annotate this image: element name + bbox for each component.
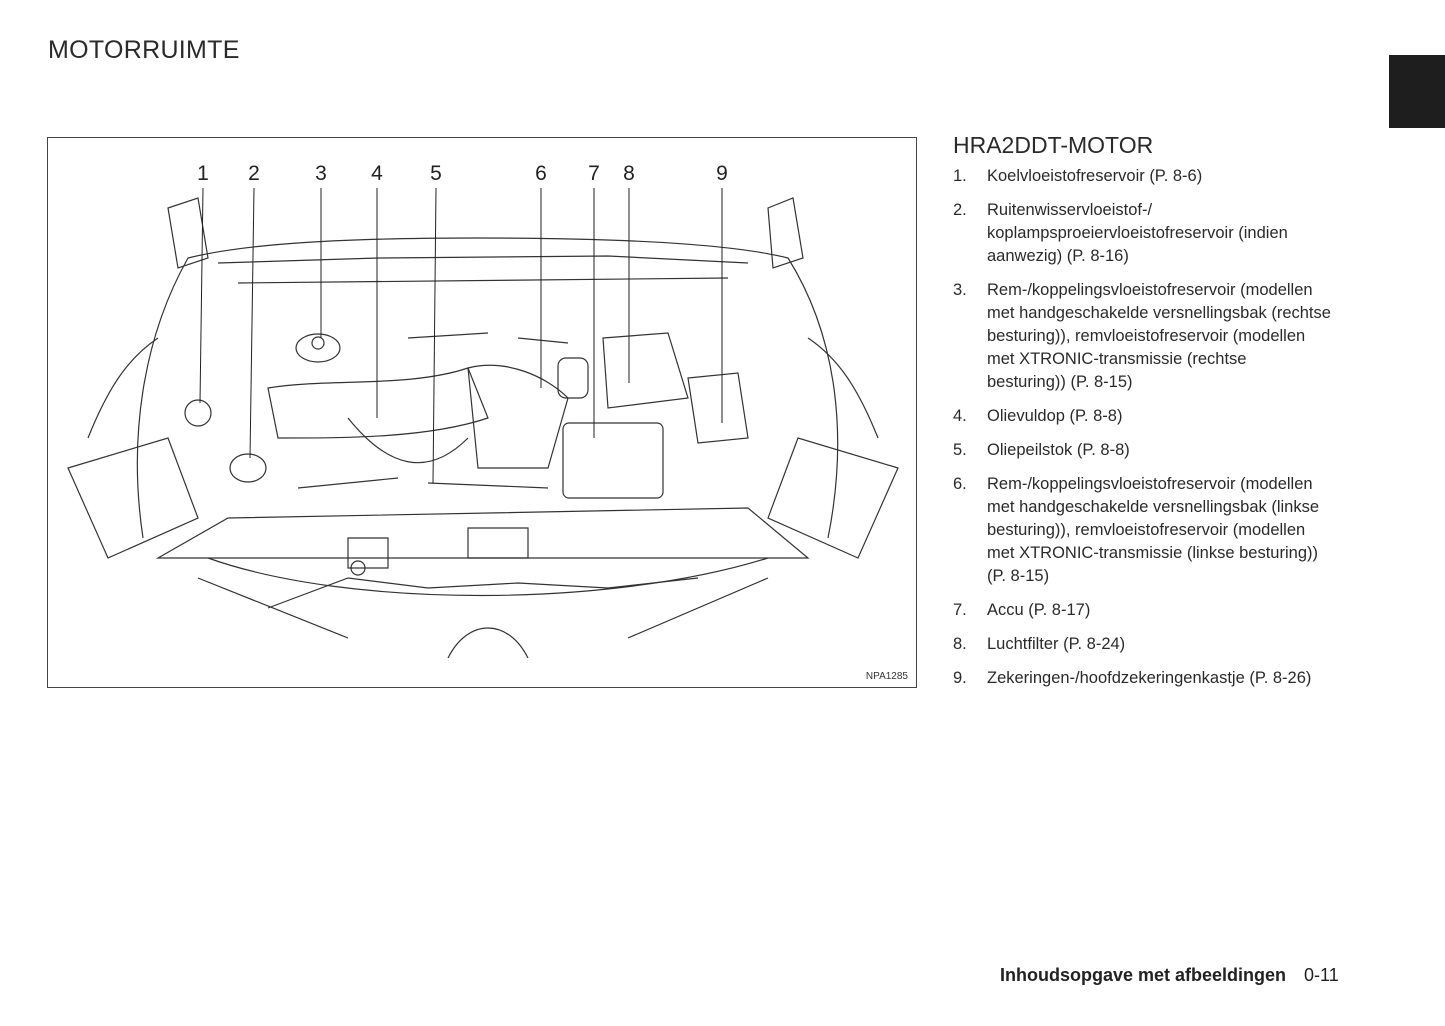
item-text-line: met XTRONIC-transmissie (rechtse (987, 350, 1247, 368)
item-text-line: besturing)), remvloeistofreservoir (mode… (987, 521, 1306, 539)
figure-code: NPA1285 (865, 671, 908, 682)
item-text-line: Zekeringen-/hoofdzekeringenkastje (P. 8-… (987, 669, 1312, 687)
item-text-line: met handgeschakelde versnellingsbak (rec… (987, 304, 1331, 322)
section-heading: HRA2DDT-MOTOR (953, 132, 1154, 158)
item-text-line: aanwezig) (P. 8-16) (987, 247, 1129, 265)
callout-2: 2 (248, 162, 260, 185)
item-text-line: met XTRONIC-transmissie (linkse besturin… (987, 544, 1318, 562)
page-title: MOTORRUIMTE (48, 36, 240, 64)
item-number: 7. (953, 601, 967, 619)
callout-7: 7 (588, 162, 600, 185)
engine-compartment-illustration: 1 2 3 4 5 6 7 8 9 NPA1285 (47, 137, 917, 688)
item-text-line: besturing)), remvloeistofreservoir (mode… (987, 327, 1306, 345)
item-text-line: Luchtfilter (P. 8-24) (987, 635, 1126, 653)
callout-9: 9 (716, 162, 728, 185)
list-item: 9. Zekeringen-/hoofdzekeringenkastje (P. … (953, 667, 1393, 690)
item-number: 2. (953, 201, 967, 219)
item-text-line: Koelvloeistofreservoir (P. 8-6) (987, 167, 1203, 185)
callout-6: 6 (535, 162, 547, 185)
callout-1: 1 (197, 162, 209, 185)
item-text-line: Oliepeilstok (P. 8-8) (987, 441, 1130, 459)
item-text-line: (P. 8-15) (987, 567, 1050, 585)
footer-section-title: Inhoudsopgave met afbeeldingen (1000, 965, 1287, 985)
item-text: Koelvloeistofreservoir (P. 8-6) (987, 165, 1202, 188)
list-item: 1. Koelvloeistofreservoir (P. 8-6) (953, 165, 1393, 188)
list-item: 8. Luchtfilter (P. 8-24) (953, 633, 1393, 656)
item-text-line: Rem-/koppelingsvloeistofreservoir (model… (987, 281, 1313, 299)
item-text: Accu (P. 8-17) (987, 599, 1090, 622)
item-text: Luchtfilter (P. 8-24) (987, 633, 1125, 656)
engine-line-drawing (67, 187, 899, 659)
item-number: 9. (953, 669, 967, 687)
item-text-line: koplampsproeiervloeistofreservoir (indie… (987, 224, 1288, 242)
item-number: 8. (953, 635, 967, 653)
item-text: Zekeringen-/hoofdzekeringenkastje (P. 8-… (987, 667, 1311, 690)
item-number: 4. (953, 407, 967, 425)
callout-5: 5 (430, 162, 442, 185)
item-text-line: Accu (P. 8-17) (987, 601, 1091, 619)
item-text-line: besturing)) (P. 8-15) (987, 373, 1133, 391)
list-item: 7. Accu (P. 8-17) (953, 599, 1393, 622)
callout-4: 4 (371, 162, 383, 185)
list-item: 2. Ruitenwisservloeistof-/ koplampsproeier… (953, 199, 1393, 268)
list-item: 4. Olievuldop (P. 8-8) (953, 405, 1393, 428)
item-text: Rem-/koppelingsvloeistofreservoir (model… (987, 473, 1319, 588)
item-text-line: Olievuldop (P. 8-8) (987, 407, 1123, 425)
item-text-line: met handgeschakelde versnellingsbak (lin… (987, 498, 1320, 516)
item-text: Oliepeilstok (P. 8-8) (987, 439, 1130, 462)
item-number: 5. (953, 441, 967, 459)
item-number: 1. (953, 167, 967, 185)
chapter-tab-marker (1389, 55, 1445, 128)
item-number: 6. (953, 475, 967, 493)
item-text-line: Ruitenwisservloeistof-/ (987, 201, 1153, 219)
callout-8: 8 (623, 162, 635, 185)
list-item: 3. Rem-/koppelingsvloeistofreservoir (mod… (953, 279, 1393, 394)
callout-3: 3 (315, 162, 327, 185)
list-item: 6. Rem-/koppelingsvloeistofreservoir (mod… (953, 473, 1393, 588)
component-list-section: HRA2DDT-MOTOR 1. Koelvloeistofreservoir (… (953, 132, 1393, 701)
item-text: Ruitenwisservloeistof-/ koplampsproeiervl… (987, 199, 1288, 268)
list-item: 5. Oliepeilstok (P. 8-8) (953, 439, 1393, 462)
page-number: 0-11 (1304, 965, 1339, 985)
item-text: Olievuldop (P. 8-8) (987, 405, 1122, 428)
item-text: Rem-/koppelingsvloeistofreservoir (model… (987, 279, 1331, 394)
item-number: 3. (953, 281, 967, 299)
component-list: 1. Koelvloeistofreservoir (P. 8-6) 2. Ruite… (953, 165, 1393, 690)
page-footer: Inhoudsopgave met afbeeldingen 0-11 (1000, 965, 1339, 986)
item-text-line: Rem-/koppelingsvloeistofreservoir (model… (987, 475, 1313, 493)
